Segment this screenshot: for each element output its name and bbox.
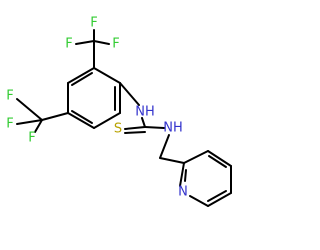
bond-pyridine-inner-2: [207, 190, 227, 202]
bond-cs-1: [124, 126, 146, 130]
bond-ring-nh: [119, 82, 140, 106]
bond-benzene-1: [93, 67, 121, 84]
bond-pyridine-4: [207, 192, 232, 207]
bonds: [16, 29, 232, 207]
bond-cf3-left-f2: [16, 119, 43, 125]
atom-f-left-1: F: [6, 89, 13, 104]
bond-cf3-left-f1: [16, 98, 43, 121]
bond-pyridine-1: [183, 150, 209, 164]
bond-pyridine-inner-3: [184, 169, 187, 182]
bond-pyridine-5: [189, 195, 209, 207]
atom-thione-s: S: [114, 122, 122, 137]
bond-pyridine-6: [179, 162, 185, 187]
bond-cf3-left-stem: [41, 112, 69, 121]
atom-pyridine-n: N: [178, 185, 188, 200]
atom-nh-methyl: NH: [163, 121, 183, 136]
atom-f-top-2: F: [90, 16, 97, 31]
bond-benzene-6: [67, 67, 95, 84]
bond-c-nh2: [144, 126, 165, 129]
bond-nh-c: [141, 117, 146, 128]
bond-benzene-inner-2: [71, 110, 93, 124]
bond-cs-2: [124, 131, 146, 134]
atom-f-top-1: F: [65, 37, 72, 52]
bond-ch2-pyridine: [159, 157, 185, 164]
bond-pyridine-inner-1: [208, 155, 227, 168]
bond-nh2-ch2: [159, 134, 170, 159]
atom-f-left-3: F: [28, 131, 35, 146]
atom-nh-aryl: NH: [135, 105, 155, 120]
bond-cf3-left-f3: [34, 119, 43, 133]
atom-labels: F F F F F F NH S NH N: [6, 16, 188, 200]
atom-f-top-3: F: [112, 37, 119, 52]
bond-cf3-top-f1: [75, 40, 95, 45]
bond-benzene-4: [67, 112, 95, 129]
bond-benzene-3: [93, 112, 121, 129]
bond-benzene-inner-3: [71, 72, 93, 86]
chemical-structure: F F F F F F NH S NH N: [6, 16, 232, 207]
bond-cf3-top-f3: [93, 40, 110, 45]
atom-f-left-2: F: [6, 117, 13, 132]
bond-pyridine-2: [207, 150, 232, 167]
